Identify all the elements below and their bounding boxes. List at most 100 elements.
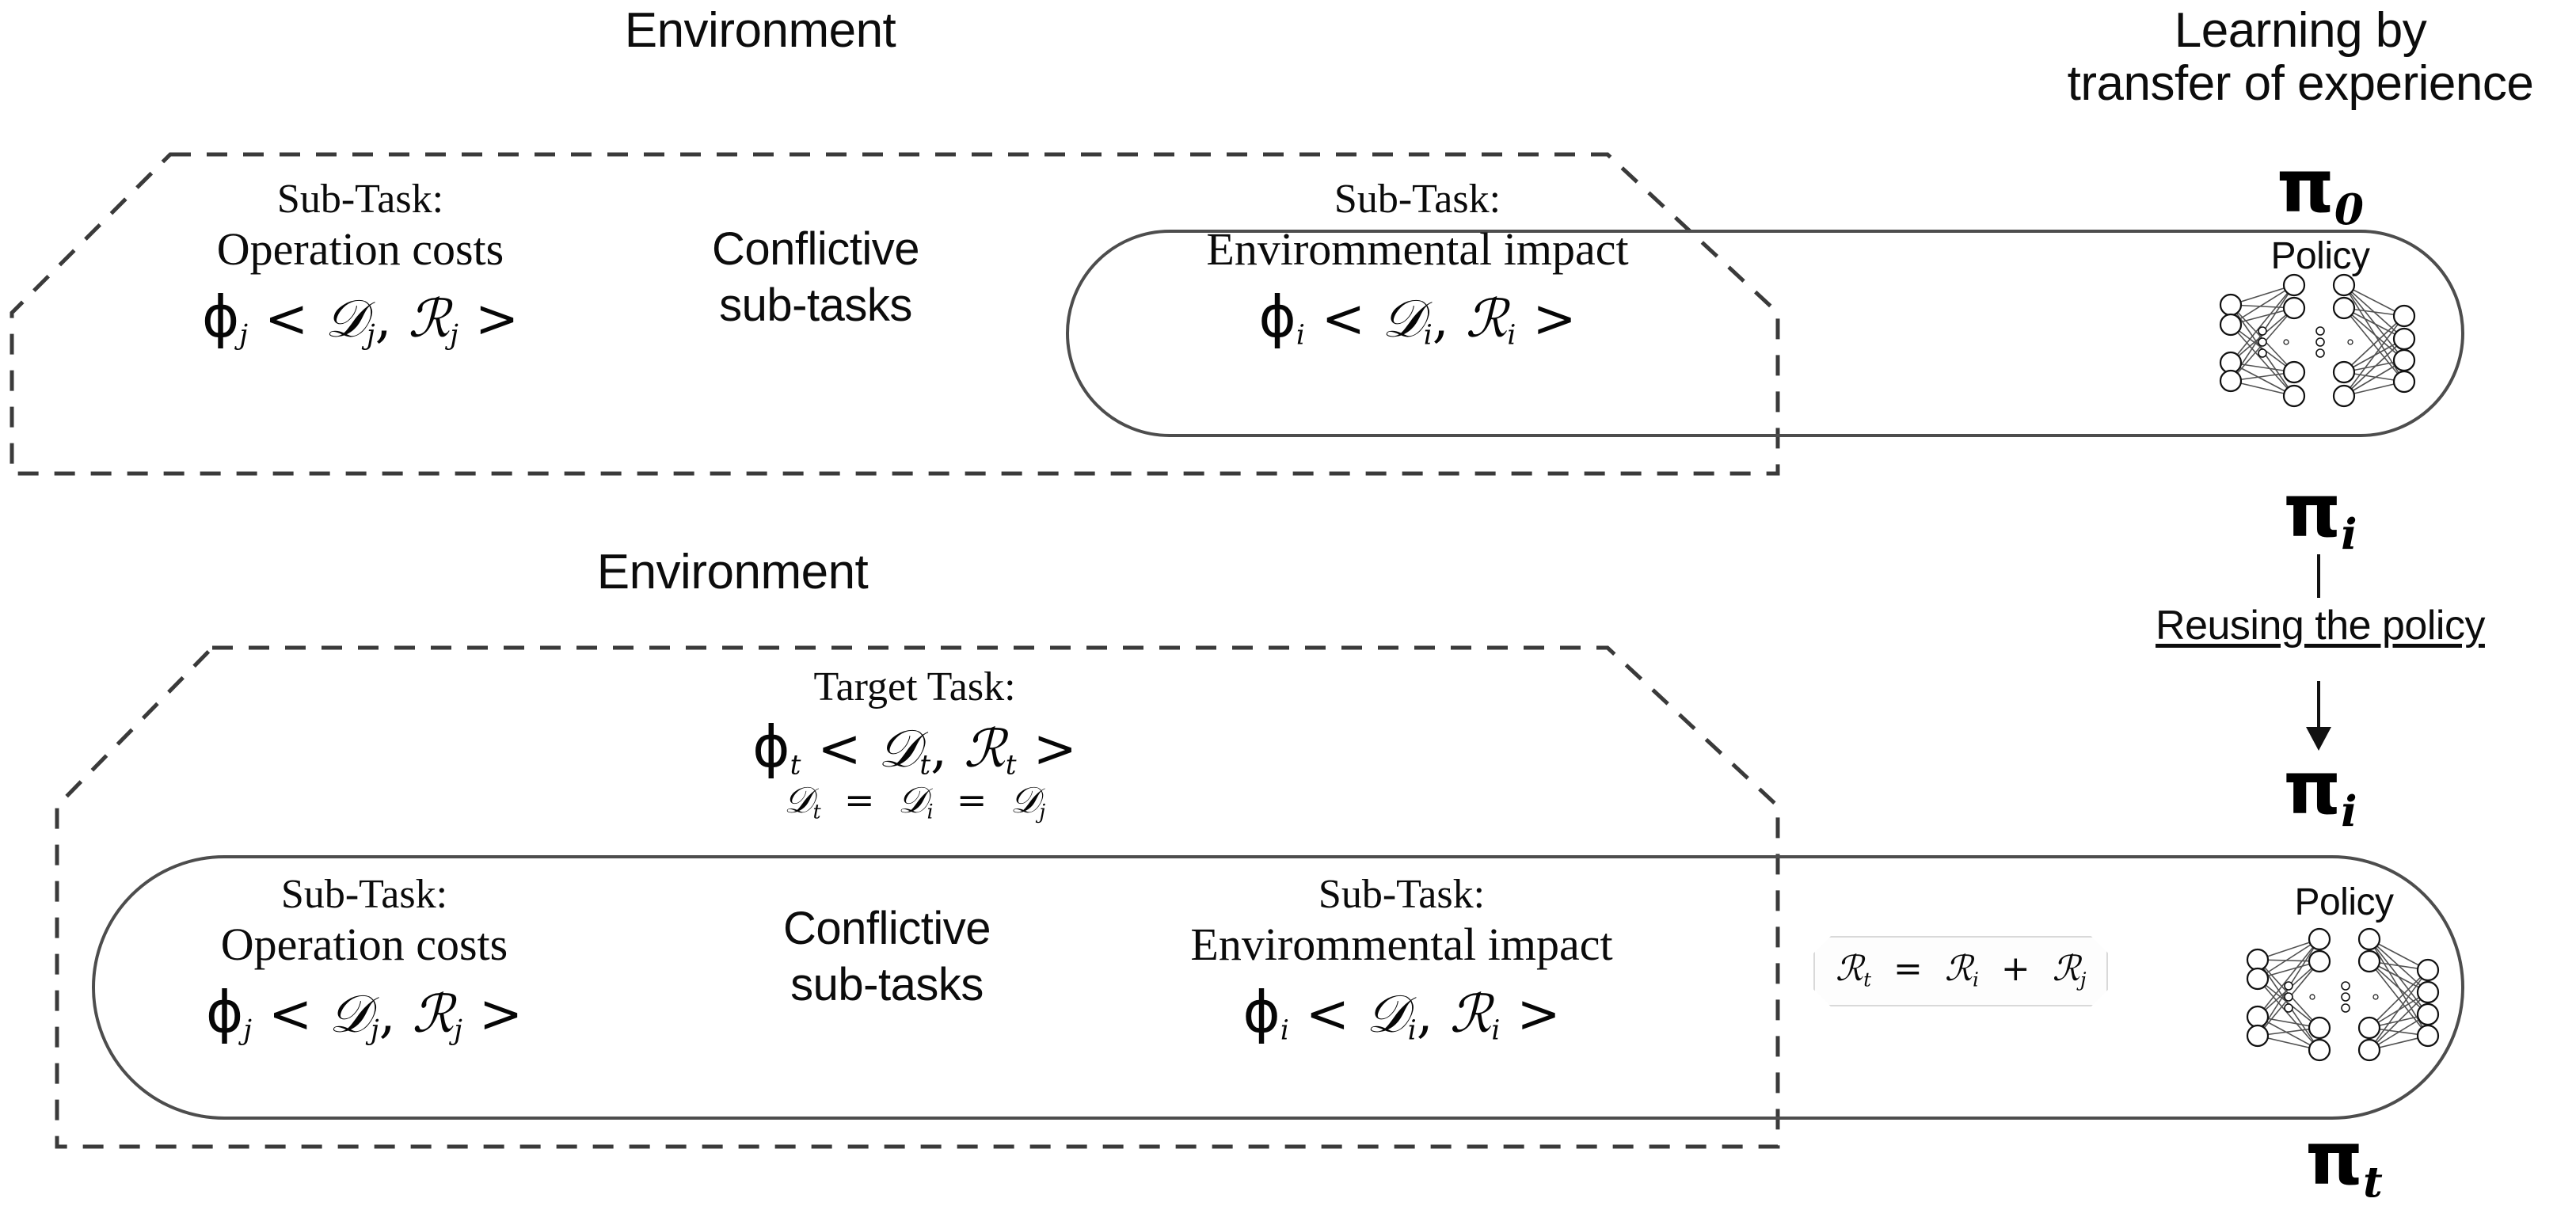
domain-j: 𝒟 bbox=[1010, 778, 1040, 821]
top-subtask-left-subtitle: Operation costs bbox=[216, 223, 504, 275]
target-task-title: Target Task: bbox=[813, 664, 1016, 710]
bottom-subtask-right-subtitle: Envirommental impact bbox=[1190, 919, 1613, 970]
bottom-subtask-operation-costs: Sub-Task: Operation costs ϕj < 𝒟j, ℛj > bbox=[111, 871, 618, 1047]
domain-symbol: 𝒟 bbox=[1382, 288, 1424, 349]
reward-symbol: ℛ bbox=[964, 718, 1006, 779]
equals-sign: = bbox=[1893, 949, 1923, 989]
reward-t-subscript: t bbox=[1863, 968, 1872, 991]
top-policy-neural-network bbox=[2219, 273, 2416, 408]
reusing-the-policy-label: Reusing the policy bbox=[2156, 603, 2485, 649]
reward-subscript: i bbox=[1491, 1014, 1501, 1047]
formula-comma: , bbox=[1416, 983, 1433, 1044]
phi-symbol: ϕ bbox=[205, 979, 244, 1045]
angle-open: < bbox=[817, 718, 862, 779]
reward-t: ℛ bbox=[1836, 949, 1864, 989]
bottom-subtask-left-subtitle: Operation costs bbox=[220, 919, 508, 970]
reward-symbol: ℛ bbox=[408, 288, 451, 349]
reward-sum-chip-wrapper: ℛt = ℛi + ℛj bbox=[1813, 936, 2108, 1006]
phi-subscript: j bbox=[239, 319, 248, 352]
pi-i-symbol-reused: πi bbox=[2209, 752, 2431, 833]
domain-t-subscript: t bbox=[812, 800, 821, 824]
domain-symbol: 𝒟 bbox=[1366, 983, 1408, 1044]
target-task-formula: ϕt < 𝒟t, ℛt > bbox=[590, 713, 1239, 782]
pi-subscript: t bbox=[2363, 1157, 2383, 1207]
top-subtask-operation-costs: Sub-Task: Operation costs ϕj < 𝒟j, ℛj > bbox=[119, 176, 602, 352]
domain-subscript: i bbox=[1423, 319, 1433, 352]
phi-symbol: ϕ bbox=[201, 283, 240, 350]
bottom-subtask-envirommental-impact: Sub-Task: Envirommental impact ϕi < 𝒟i, … bbox=[1085, 871, 1718, 1047]
bottom-subtask-right-formula: ϕi < 𝒟i, ℛi > bbox=[1085, 979, 1718, 1047]
phi-subscript: t bbox=[790, 749, 801, 782]
domain-symbol: 𝒟 bbox=[325, 288, 367, 349]
bottom-subtask-right-title: Sub-Task: bbox=[1318, 872, 1486, 917]
phi-symbol: ϕ bbox=[1242, 979, 1280, 1045]
angle-open: < bbox=[268, 983, 313, 1044]
reward-i-subscript: i bbox=[1972, 968, 1979, 991]
reward-symbol: ℛ bbox=[1449, 983, 1492, 1044]
reward-subscript: j bbox=[454, 1014, 462, 1047]
equals-1: = bbox=[843, 778, 875, 821]
top-policy-label: Policy bbox=[2270, 235, 2370, 277]
transfer-arrow-down bbox=[2306, 681, 2331, 751]
reward-subscript: t bbox=[1005, 749, 1017, 782]
reward-subscript: j bbox=[450, 319, 459, 352]
phi-subscript: j bbox=[243, 1014, 252, 1047]
domain-subscript: t bbox=[919, 749, 931, 782]
domain-symbol: 𝒟 bbox=[329, 983, 371, 1044]
formula-comma: , bbox=[379, 983, 396, 1044]
domain-i: 𝒟 bbox=[897, 778, 927, 821]
formula-comma: , bbox=[930, 718, 948, 779]
reward-sum-equation: ℛt = ℛi + ℛj bbox=[1813, 936, 2108, 1006]
phi-subscript: i bbox=[1280, 1014, 1289, 1047]
target-task-block: Target Task: ϕt < 𝒟t, ℛt > 𝒟t = 𝒟i = 𝒟j bbox=[590, 664, 1239, 823]
top-subtask-right-subtitle: Envirommental impact bbox=[1206, 223, 1629, 275]
pi-t-symbol: πt bbox=[2233, 1123, 2455, 1204]
angle-close: > bbox=[1516, 983, 1561, 1044]
pi-glyph: π bbox=[2277, 144, 2334, 229]
pi-glyph: π bbox=[2283, 746, 2342, 831]
reward-j-subscript: j bbox=[2079, 968, 2087, 991]
domain-j-subscript: j bbox=[1039, 800, 1046, 824]
pi-subscript: i bbox=[2341, 786, 2357, 836]
angle-close: > bbox=[478, 983, 523, 1044]
top-subtask-envirommental-impact: Sub-Task: Envirommental impact ϕi < 𝒟i, … bbox=[1101, 176, 1734, 352]
pi-glyph: π bbox=[2305, 1117, 2364, 1201]
pi-zero-symbol: π0 bbox=[2209, 150, 2431, 231]
reward-j: ℛ bbox=[2052, 949, 2080, 989]
pi-i-symbol-top: πi bbox=[2209, 475, 2431, 556]
domain-symbol: 𝒟 bbox=[877, 718, 920, 779]
top-subtask-left-formula: ϕj < 𝒟j, ℛj > bbox=[119, 283, 602, 352]
angle-open: < bbox=[1321, 288, 1366, 349]
pi-subscript: 0 bbox=[2334, 185, 2364, 234]
bottom-subtask-left-title: Sub-Task: bbox=[280, 872, 448, 917]
angle-close: > bbox=[1532, 288, 1577, 349]
pi-subscript: i bbox=[2341, 509, 2357, 559]
bottom-subtask-left-formula: ϕj < 𝒟j, ℛj > bbox=[111, 979, 618, 1047]
bottom-policy-neural-network bbox=[2246, 927, 2440, 1062]
domain-subscript: i bbox=[1407, 1014, 1417, 1047]
angle-open: < bbox=[264, 288, 309, 349]
top-subtask-right-title: Sub-Task: bbox=[1334, 177, 1501, 222]
angle-open: < bbox=[1305, 983, 1350, 1044]
top-environment-title: Environment bbox=[624, 3, 896, 58]
equals-2: = bbox=[956, 778, 987, 821]
reward-symbol: ℛ bbox=[412, 983, 455, 1044]
reward-i: ℛ bbox=[1944, 949, 1973, 989]
reward-symbol: ℛ bbox=[1465, 288, 1508, 349]
bottom-policy-label: Policy bbox=[2294, 881, 2394, 923]
plus-sign: + bbox=[2000, 949, 2030, 989]
formula-comma: , bbox=[1432, 288, 1449, 349]
domain-t: 𝒟 bbox=[783, 778, 813, 821]
domain-i-subscript: i bbox=[927, 800, 934, 824]
domain-subscript: j bbox=[370, 1014, 379, 1047]
phi-symbol: ϕ bbox=[752, 713, 790, 780]
phi-subscript: i bbox=[1296, 319, 1305, 352]
angle-close: > bbox=[474, 288, 519, 349]
bottom-environment-title: Environment bbox=[596, 545, 869, 599]
top-subtask-right-formula: ϕi < 𝒟i, ℛi > bbox=[1101, 283, 1734, 352]
angle-close: > bbox=[1033, 718, 1077, 779]
phi-symbol: ϕ bbox=[1258, 283, 1296, 350]
